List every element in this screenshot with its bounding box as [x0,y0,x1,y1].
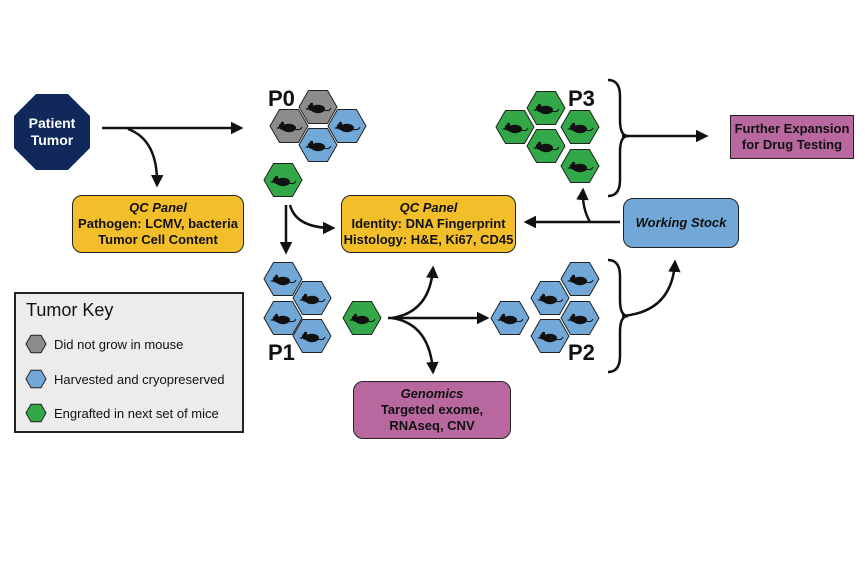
patient-label-line1: Patient [28,115,76,131]
further-expansion-line1: Further Expansion [734,121,850,136]
p0-to-qc-arrow [288,204,336,235]
key-item-green: Engrafted in next set of mice [24,401,219,425]
key-item-green-label: Engrafted in next set of mice [54,405,219,421]
further-expansion-box: Further Expansion for Drug Testing [730,115,854,159]
working-stock-box: Working Stock [623,198,739,248]
genomics-title: Genomics [400,386,464,401]
green-hexagon-icon [25,403,47,423]
key-item-gray: Did not grow in mouse [24,332,183,356]
patient-label-line2: Tumor [30,132,74,148]
p2-bracket [607,258,629,374]
qc-panel-left-title: QC Panel [129,200,187,215]
qc-panel-center-line2: Histology: H&E, Ki67, CD45 [343,232,514,247]
qc-panel-left-line2: Tumor Cell Content [98,232,218,247]
stock-to-p3-arrow [576,187,592,223]
qc-panel-left-line1: Pathogen: LCMV, bacteria [78,216,238,231]
p1-to-qc-arrow [391,265,439,320]
qc-panel-left: QC Panel Pathogen: LCMV, bacteria Tumor … [72,195,244,253]
genomics-line1: Targeted exome, [380,402,484,417]
patient-to-qc-arrow [127,127,164,188]
blue-hexagon-icon [25,369,47,389]
patient-tumor-node: Patient Tumor [12,92,92,172]
patient-octagon-icon [14,94,90,170]
stage-label-p0: P0 [268,86,295,111]
genomics-line2: RNAseq, CNV [389,418,475,433]
key-item-blue: Harvested and cryopreserved [24,367,225,391]
stage-label-p3: P3 [568,86,595,111]
stage-label-p2: P2 [568,340,595,365]
genomics-panel: Genomics Targeted exome, RNAseq, CNV [353,381,511,439]
gray-hexagon-icon [25,334,47,354]
further-expansion-line2: for Drug Testing [741,137,843,152]
flow-arrows [102,121,709,375]
p3-bracket [607,78,629,198]
p2-to-stock-arrow [621,259,681,318]
tumor-key-title: Tumor Key [26,300,114,320]
p1-to-genomics-arrow [391,316,439,375]
qc-panel-center-line1: Identity: DNA Fingerprint [351,216,506,231]
patient-tumor-label: Patient Tumor [29,115,76,149]
key-item-gray-label: Did not grow in mouse [54,336,184,352]
key-item-blue-label: Harvested and cryopreserved [54,371,225,387]
qc-panel-center-title: QC Panel [399,200,458,215]
tumor-key-legend: Tumor Key Did not grow in mouse Harveste… [14,292,244,433]
stage-label-p1: P1 [268,340,295,365]
stage-brackets [607,78,629,374]
qc-panel-center: QC Panel Identity: DNA Fingerprint Histo… [341,195,516,253]
